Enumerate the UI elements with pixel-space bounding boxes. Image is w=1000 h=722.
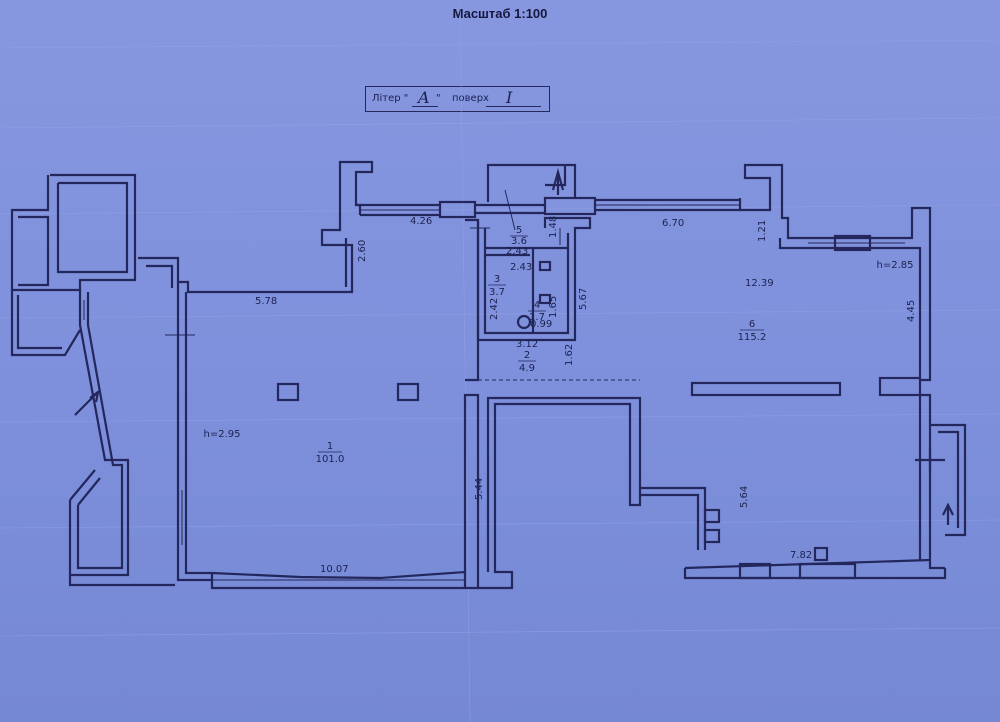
room-5-area: 3.6 xyxy=(511,236,527,247)
dim-12-39: 12.39 xyxy=(745,278,774,289)
room-1-area: 101.0 xyxy=(316,454,345,465)
liter-suffix: " xyxy=(436,93,441,104)
floor-label-box: Літер " A " поверх I xyxy=(365,86,550,112)
dimension-lines xyxy=(165,189,640,381)
sanitary-block xyxy=(476,216,592,342)
room-1-walls xyxy=(138,160,642,590)
dim-3-12: 3.12 xyxy=(516,339,538,350)
room-5-number: 5 xyxy=(516,225,522,236)
dim-5-67: 5.67 xyxy=(578,288,589,310)
dim-0-99: 0.99 xyxy=(530,319,552,330)
top-wall xyxy=(356,163,945,570)
liter-value: A xyxy=(418,88,430,107)
dim-6-70: 6.70 xyxy=(662,218,684,229)
scale-title: Масштаб 1:100 xyxy=(452,6,548,21)
dim-4-45: 4.45 xyxy=(906,300,917,322)
dim-2-60: 2.60 xyxy=(357,240,368,262)
dim-2-42: 2.42 xyxy=(489,298,500,320)
height-right: h=2.85 xyxy=(877,260,914,271)
liter-prefix: Літер " xyxy=(372,93,409,104)
room-6-area: 115.2 xyxy=(738,332,767,343)
height-left: h=2.95 xyxy=(204,429,241,440)
dim-1-48: 1.48 xyxy=(548,216,559,238)
dim-5-44: 5.44 xyxy=(474,478,485,500)
dim-1-65: 1.65 xyxy=(548,296,559,318)
dim-7-82: 7.82 xyxy=(790,550,812,561)
floor-value: I xyxy=(506,88,513,107)
dim-10-07: 10.07 xyxy=(320,564,349,575)
room-6-walls xyxy=(276,381,947,580)
floor-word: поверх xyxy=(452,93,489,104)
dim-1-62: 1.62 xyxy=(564,344,575,366)
room-3-number: 3 xyxy=(494,274,500,285)
left-annex-walls xyxy=(10,173,175,587)
top-entrance xyxy=(486,163,577,202)
window-glazing xyxy=(83,204,905,581)
room-4-number: 4 xyxy=(534,300,540,311)
dim-2-43-top: 2.43 xyxy=(506,246,528,257)
dimension-labels: 4.26 2.60 5.78 6.70 1.21 12.39 4.45 1.48… xyxy=(255,216,917,575)
dim-2-43-inner: 2.43 xyxy=(510,262,532,273)
room-labels: 1 101.0 2 4.9 3 3.7 4 1.7 5 3.6 6 115.2 … xyxy=(204,225,914,465)
room-2-area: 4.9 xyxy=(519,363,535,374)
right-entrance xyxy=(915,423,967,537)
room-6-number: 6 xyxy=(749,319,755,330)
dim-5-64: 5.64 xyxy=(739,486,750,508)
room-4-area: 1.7 xyxy=(529,312,545,323)
room-3-area: 3.7 xyxy=(489,287,505,298)
dim-5-78: 5.78 xyxy=(255,296,277,307)
room-2-number: 2 xyxy=(524,350,530,361)
dim-4-26: 4.26 xyxy=(410,216,432,227)
room-1-number: 1 xyxy=(327,441,333,452)
dim-1-21: 1.21 xyxy=(757,220,768,242)
